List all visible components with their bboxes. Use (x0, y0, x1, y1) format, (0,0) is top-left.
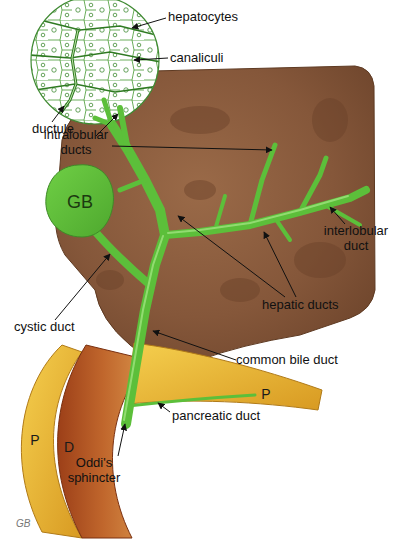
organ-label: P (261, 387, 270, 401)
part-label: Oddi's sphincter (58, 456, 130, 486)
part-label: GB (16, 518, 30, 530)
leader-line (112, 146, 272, 150)
hepatocyte-inset (28, 0, 164, 128)
leader-line (330, 207, 345, 224)
organ-label: D (64, 440, 74, 454)
duct-tree (92, 100, 366, 424)
part-label: intralobular ducts (40, 128, 112, 158)
part-label: interlobular duct (320, 224, 392, 254)
pancreas-tail-outline (120, 330, 330, 420)
gallbladder-shape (46, 165, 114, 237)
leader-line (178, 216, 285, 297)
organ-label: GB (67, 193, 93, 211)
leader-line (52, 106, 64, 122)
pancreas-tail: P (120, 330, 330, 420)
leader-line (55, 254, 110, 320)
leader-line (264, 232, 296, 297)
part-label: hepatic ducts (262, 298, 339, 313)
part-label: cystic duct (14, 320, 75, 335)
part-label: hepatocytes (168, 10, 238, 25)
part-label: common bile duct (236, 353, 338, 368)
part-label: pancreatic duct (172, 409, 260, 424)
leader-line (134, 58, 168, 60)
duct-highlight (124, 196, 348, 420)
leader-line (132, 18, 166, 28)
organ-label: P (30, 433, 39, 447)
part-label: canaliculi (170, 51, 223, 66)
duodenum-shape (58, 345, 148, 538)
leader-line (118, 424, 125, 456)
gallbladder: GB (40, 160, 118, 242)
leader-line (158, 403, 170, 412)
